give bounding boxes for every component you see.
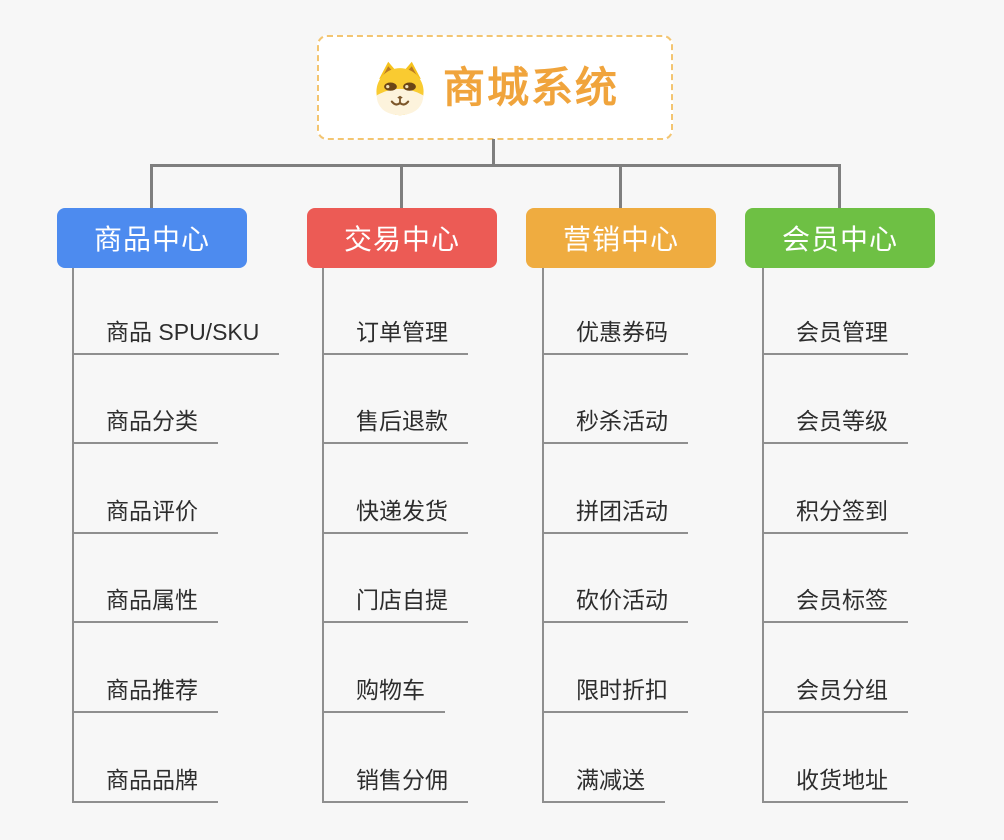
branch-trunk-line — [542, 268, 544, 803]
branch-header-marketing[interactable]: 营销中心 — [526, 208, 716, 268]
leaf-item[interactable]: 会员标签 — [762, 585, 908, 623]
leaf-item[interactable]: 商品品牌 — [72, 765, 218, 803]
leaf-item[interactable]: 快递发货 — [322, 496, 468, 534]
leaf-item[interactable]: 门店自提 — [322, 585, 468, 623]
leaf-item[interactable]: 收货地址 — [762, 765, 908, 803]
leaf-item[interactable]: 商品属性 — [72, 585, 218, 623]
leaf-item[interactable]: 会员等级 — [762, 406, 908, 444]
branch-trunk-line — [72, 268, 74, 803]
leaf-item[interactable]: 会员分组 — [762, 675, 908, 713]
shiba-dog-icon — [376, 61, 424, 115]
connector-drop-member — [838, 164, 841, 210]
leaf-item[interactable]: 商品评价 — [72, 496, 218, 534]
leaf-item[interactable]: 商品分类 — [72, 406, 218, 444]
leaf-item[interactable]: 销售分佣 — [322, 765, 468, 803]
leaf-item[interactable]: 订单管理 — [322, 317, 468, 355]
leaf-item[interactable]: 限时折扣 — [542, 675, 688, 713]
connector-drop-goods — [150, 164, 153, 210]
leaf-item[interactable]: 秒杀活动 — [542, 406, 688, 444]
root-title: 商城系统 — [442, 63, 619, 111]
branch-header-trade[interactable]: 交易中心 — [307, 208, 497, 268]
leaf-item[interactable]: 优惠券码 — [542, 317, 688, 355]
connector-root-trunk — [492, 139, 495, 167]
leaf-item[interactable]: 积分签到 — [762, 496, 908, 534]
branch-column-member: 会员管理 会员等级 积分签到 会员标签 会员分组 收货地址 — [762, 268, 1004, 813]
connector-drop-trade — [400, 164, 403, 210]
leaf-item[interactable]: 商品推荐 — [72, 675, 218, 713]
leaf-item[interactable]: 商品 SPU/SKU — [72, 317, 280, 355]
root-node[interactable]: 商城系统 — [317, 35, 673, 140]
branch-header-member[interactable]: 会员中心 — [745, 208, 935, 268]
leaf-item[interactable]: 购物车 — [322, 675, 445, 713]
connector-bus — [150, 164, 841, 167]
leaf-item[interactable]: 售后退款 — [322, 406, 468, 444]
branch-header-goods[interactable]: 商品中心 — [57, 208, 247, 268]
leaf-item[interactable]: 满减送 — [542, 765, 665, 803]
branch-column-marketing: 优惠券码 秒杀活动 拼团活动 砍价活动 限时折扣 满减送 — [542, 268, 822, 813]
leaf-item[interactable]: 会员管理 — [762, 317, 908, 355]
branch-trunk-line — [322, 268, 324, 803]
branch-trunk-line — [762, 268, 764, 803]
branch-column-trade: 订单管理 售后退款 快递发货 门店自提 购物车 销售分佣 — [322, 268, 602, 813]
branch-column-goods: 商品 SPU/SKU 商品分类 商品评价 商品属性 商品推荐 商品品牌 — [72, 268, 352, 813]
connector-drop-marketing — [619, 164, 622, 210]
leaf-item[interactable]: 砍价活动 — [542, 585, 688, 623]
leaf-item[interactable]: 拼团活动 — [542, 496, 688, 534]
